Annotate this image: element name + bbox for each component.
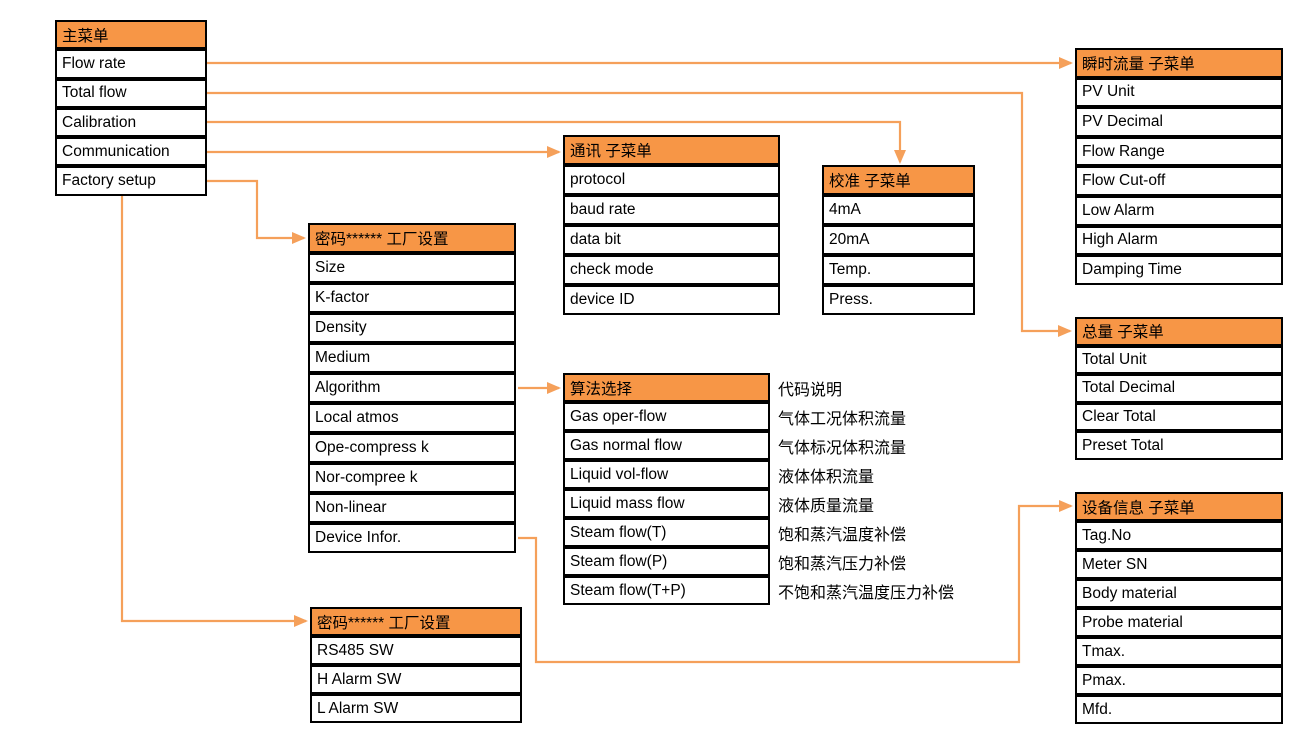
algorithm-note-6: 饱和蒸汽压力补偿 [778, 555, 907, 573]
menu-item-total-flow: Total flow [55, 78, 207, 108]
menu-item-low-alarm: Low Alarm [1075, 195, 1283, 226]
menu-item-liquid-vol-flow: Liquid vol-flow [563, 460, 770, 489]
menu-item-data-bit: data bit [563, 225, 780, 255]
connector-factory-setup-to-factory-submenu [207, 179, 306, 244]
menu-item-check-mode: check mode [563, 255, 780, 285]
menu-item-device-id: device ID [563, 285, 780, 315]
menu-item-pv-decimal: PV Decimal [1075, 107, 1283, 137]
algorithm-note-7: 不饱和蒸汽温度压力补偿 [778, 584, 955, 602]
calibration-submenu-header: 校准 子菜单 [822, 165, 975, 195]
menu-item-k-factor: K-factor [308, 283, 516, 313]
menu-item-l-alarm-sw: L Alarm SW [310, 694, 522, 723]
menu-item-local-atmos: Local atmos [308, 403, 516, 433]
algorithm-submenu-header: 算法选择 [563, 373, 770, 402]
menu-item-flow-rate: Flow rate [55, 49, 207, 79]
connector-factory-setup-to-factory-submenu-2 [120, 196, 308, 627]
menu-item-gas-normal-flow: Gas normal flow [563, 431, 770, 460]
connector-calibration-to-calibration-submenu [207, 120, 906, 164]
menu-item-temp: Temp. [822, 255, 975, 285]
menu-item-density: Density [308, 313, 516, 343]
menu-item-probe-material: Probe material [1075, 608, 1283, 637]
menu-item-meter-sn: Meter SN [1075, 550, 1283, 579]
menu-item-pv-unit: PV Unit [1075, 77, 1283, 108]
menu-item-clear-total: Clear Total [1075, 402, 1283, 432]
total-flow-submenu-header: 总量 子菜单 [1075, 317, 1283, 346]
menu-item-20ma: 20mA [822, 225, 975, 255]
menu-item-algorithm: Algorithm [308, 373, 516, 403]
algorithm-note-2: 气体标况体积流量 [778, 439, 907, 457]
main-menu-header: 主菜单 [55, 20, 207, 50]
menu-item-liquid-mass-flow: Liquid mass flow [563, 489, 770, 518]
menu-item-gas-oper-flow: Gas oper-flow [563, 402, 770, 431]
menu-item-total-decimal: Total Decimal [1075, 374, 1283, 403]
menu-item-factory-setup: Factory setup [55, 166, 207, 196]
menu-item-steam-flow-t-p: Steam flow(T+P) [563, 576, 770, 605]
menu-item-preset-total: Preset Total [1075, 431, 1283, 460]
menu-item-mfd: Mfd. [1075, 695, 1283, 724]
communication-submenu-header: 通讯 子菜单 [563, 135, 780, 165]
menu-item-baud-rate: baud rate [563, 195, 780, 225]
menu-item-tag-no: Tag.No [1075, 521, 1283, 550]
menu-item-press: Press. [822, 285, 975, 315]
menu-item-ope-compress-k: Ope-compress k [308, 433, 516, 463]
factory-setup-submenu-2-header: 密码****** 工厂设置 [310, 607, 522, 636]
menu-item-communication: Communication [55, 137, 207, 167]
menu-item-damping-time: Damping Time [1075, 255, 1283, 285]
menu-item-protocol: protocol [563, 165, 780, 195]
menu-item-high-alarm: High Alarm [1075, 225, 1283, 256]
menu-item-steam-flow-p: Steam flow(P) [563, 547, 770, 576]
algorithm-note-3: 液体体积流量 [778, 468, 875, 486]
menu-item-calibration: Calibration [55, 107, 207, 138]
menu-item-tmax: Tmax. [1075, 637, 1283, 666]
menu-item-non-linear: Non-linear [308, 493, 516, 523]
algorithm-note-1: 气体工况体积流量 [778, 410, 907, 428]
menu-item-pmax: Pmax. [1075, 666, 1283, 695]
menu-item-body-material: Body material [1075, 579, 1283, 608]
algorithm-note-4: 液体质量流量 [778, 497, 875, 515]
algorithm-note-0: 代码说明 [778, 381, 843, 399]
algorithm-note-5: 饱和蒸汽温度补偿 [778, 526, 907, 544]
menu-item-flow-range: Flow Range [1075, 136, 1283, 167]
menu-item-steam-flow-t: Steam flow(T) [563, 518, 770, 547]
menu-item-device-infor: Device Infor. [308, 523, 516, 553]
menu-item-h-alarm-sw: H Alarm SW [310, 665, 522, 694]
menu-item-flow-cut-off: Flow Cut-off [1075, 166, 1283, 196]
menu-item-nor-compree-k: Nor-compree k [308, 463, 516, 493]
menu-item-4ma: 4mA [822, 195, 975, 225]
flow-rate-submenu-header: 瞬时流量 子菜单 [1075, 48, 1283, 78]
menu-item-rs485-sw: RS485 SW [310, 636, 522, 665]
factory-setup-submenu-header: 密码****** 工厂设置 [308, 223, 516, 253]
menu-item-medium: Medium [308, 343, 516, 373]
menu-item-size: Size [308, 253, 516, 283]
device-info-submenu-header: 设备信息 子菜单 [1075, 492, 1283, 521]
menu-item-total-unit: Total Unit [1075, 345, 1283, 375]
